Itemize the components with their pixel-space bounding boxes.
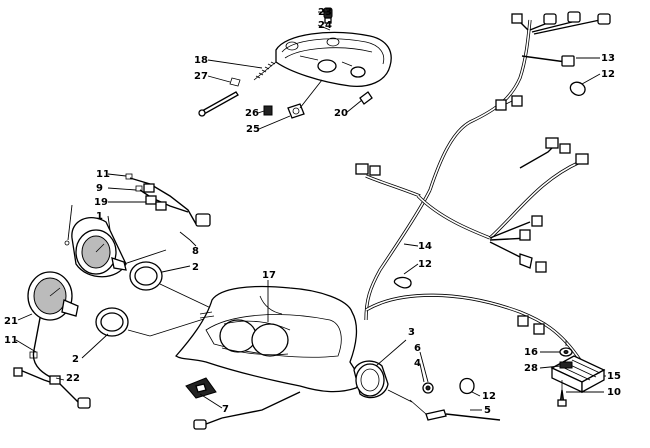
fuel-gauge xyxy=(353,360,389,399)
gauge-wire-lead xyxy=(125,173,211,227)
bolt-27 xyxy=(198,77,241,117)
callout-19: 19 xyxy=(94,197,108,208)
callout-10: 10 xyxy=(607,387,621,398)
callout-1: 1 xyxy=(96,211,103,222)
cable-5 xyxy=(409,399,501,421)
tachometer-gauge xyxy=(27,271,79,321)
washer-16 xyxy=(559,347,573,357)
callout-5: 5 xyxy=(484,405,491,416)
decal-triangle xyxy=(185,377,217,399)
callout-2-upper: 2 xyxy=(192,262,199,273)
callout-25: 25 xyxy=(246,124,260,135)
callout-12-lower: 12 xyxy=(482,391,496,402)
upper-wire-harness xyxy=(428,11,611,191)
callout-23: 23 xyxy=(318,7,332,18)
callout-21: 21 xyxy=(4,316,18,327)
callout-6: 6 xyxy=(414,343,421,354)
callout-11-lower: 11 xyxy=(4,335,18,346)
callout-24: 24 xyxy=(318,20,332,31)
callout-11-upper: 11 xyxy=(96,169,110,180)
speedometer-gauge xyxy=(71,217,127,278)
bulb-23 xyxy=(323,7,333,24)
callout-26: 26 xyxy=(245,108,259,119)
callout-12-middle: 12 xyxy=(418,259,432,270)
callout-9: 9 xyxy=(96,183,103,194)
grommet-12-lower xyxy=(459,377,475,395)
gauge-ring-upper xyxy=(129,261,163,291)
bulb-20 xyxy=(359,91,373,105)
nut-washer-6-4 xyxy=(422,382,434,394)
adjust-screw-18 xyxy=(253,61,277,81)
callout-16: 16 xyxy=(524,347,538,358)
nut-26 xyxy=(263,105,273,116)
callout-8: 8 xyxy=(192,246,199,257)
callout-28: 28 xyxy=(524,363,538,374)
dash-console xyxy=(175,285,360,393)
main-wire-harness xyxy=(355,137,589,361)
callout-15: 15 xyxy=(607,371,621,382)
callout-7: 7 xyxy=(222,404,229,415)
callout-20: 20 xyxy=(334,108,348,119)
callout-14: 14 xyxy=(418,241,432,252)
callout-12-upper: 12 xyxy=(601,69,615,80)
callout-4: 4 xyxy=(414,358,421,369)
callout-13: 13 xyxy=(601,53,615,64)
callout-2-lower: 2 xyxy=(72,354,79,365)
tach-wire-lead xyxy=(13,317,91,409)
regulator-module xyxy=(550,355,606,394)
callout-17: 17 xyxy=(262,270,276,281)
callout-18: 18 xyxy=(194,55,208,66)
nut-28 xyxy=(559,361,573,369)
bolt-10 xyxy=(557,380,567,407)
callout-22: 22 xyxy=(66,373,80,384)
callout-27: 27 xyxy=(194,71,208,82)
headlight-assembly xyxy=(275,31,392,88)
callout-3: 3 xyxy=(408,327,415,338)
gauge-ring-lower xyxy=(95,307,129,337)
